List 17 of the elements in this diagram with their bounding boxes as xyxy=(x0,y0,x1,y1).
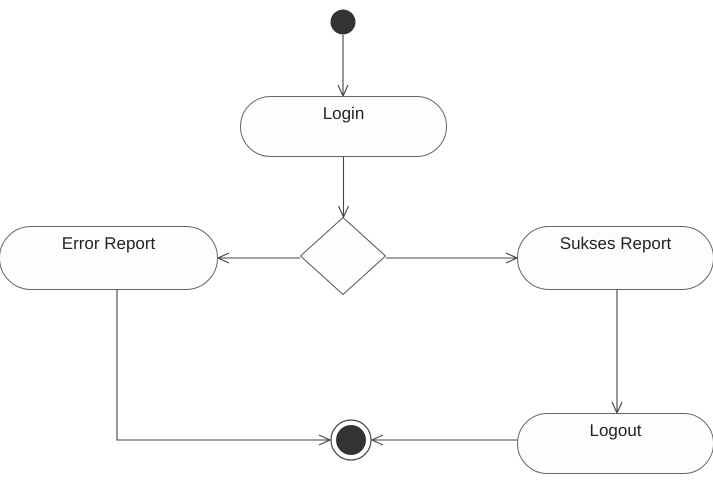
start-node xyxy=(330,9,356,35)
action-label: Error Report xyxy=(62,234,156,254)
arrow xyxy=(337,35,349,97)
arrow xyxy=(116,290,331,446)
action-label: Sukses Report xyxy=(560,234,672,254)
arrow xyxy=(611,290,623,414)
action-node xyxy=(0,226,218,290)
arrow xyxy=(338,157,350,218)
decision-diamond xyxy=(300,217,386,295)
action-node xyxy=(517,413,713,474)
end-node xyxy=(330,419,372,461)
action-label: Login xyxy=(322,104,364,124)
arrow xyxy=(217,252,300,264)
arrow xyxy=(371,434,517,446)
arrow xyxy=(386,252,518,264)
action-node xyxy=(517,226,713,290)
action-label: Logout xyxy=(590,421,642,441)
